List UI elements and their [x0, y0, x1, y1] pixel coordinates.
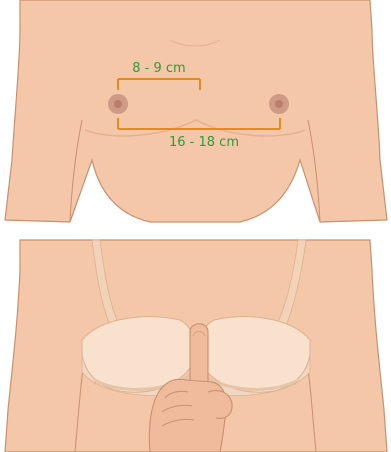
measure-label-midline: 8 - 9 cm: [132, 61, 185, 76]
left-nipple: [114, 100, 122, 108]
measure-label-nipple-distance: 16 - 18 cm: [169, 135, 239, 150]
bottom-panel: [5, 240, 387, 452]
top-torso: [5, 0, 387, 222]
top-panel: 8 - 9 cm 16 - 18 cm: [5, 0, 387, 222]
right-nipple: [275, 100, 283, 108]
